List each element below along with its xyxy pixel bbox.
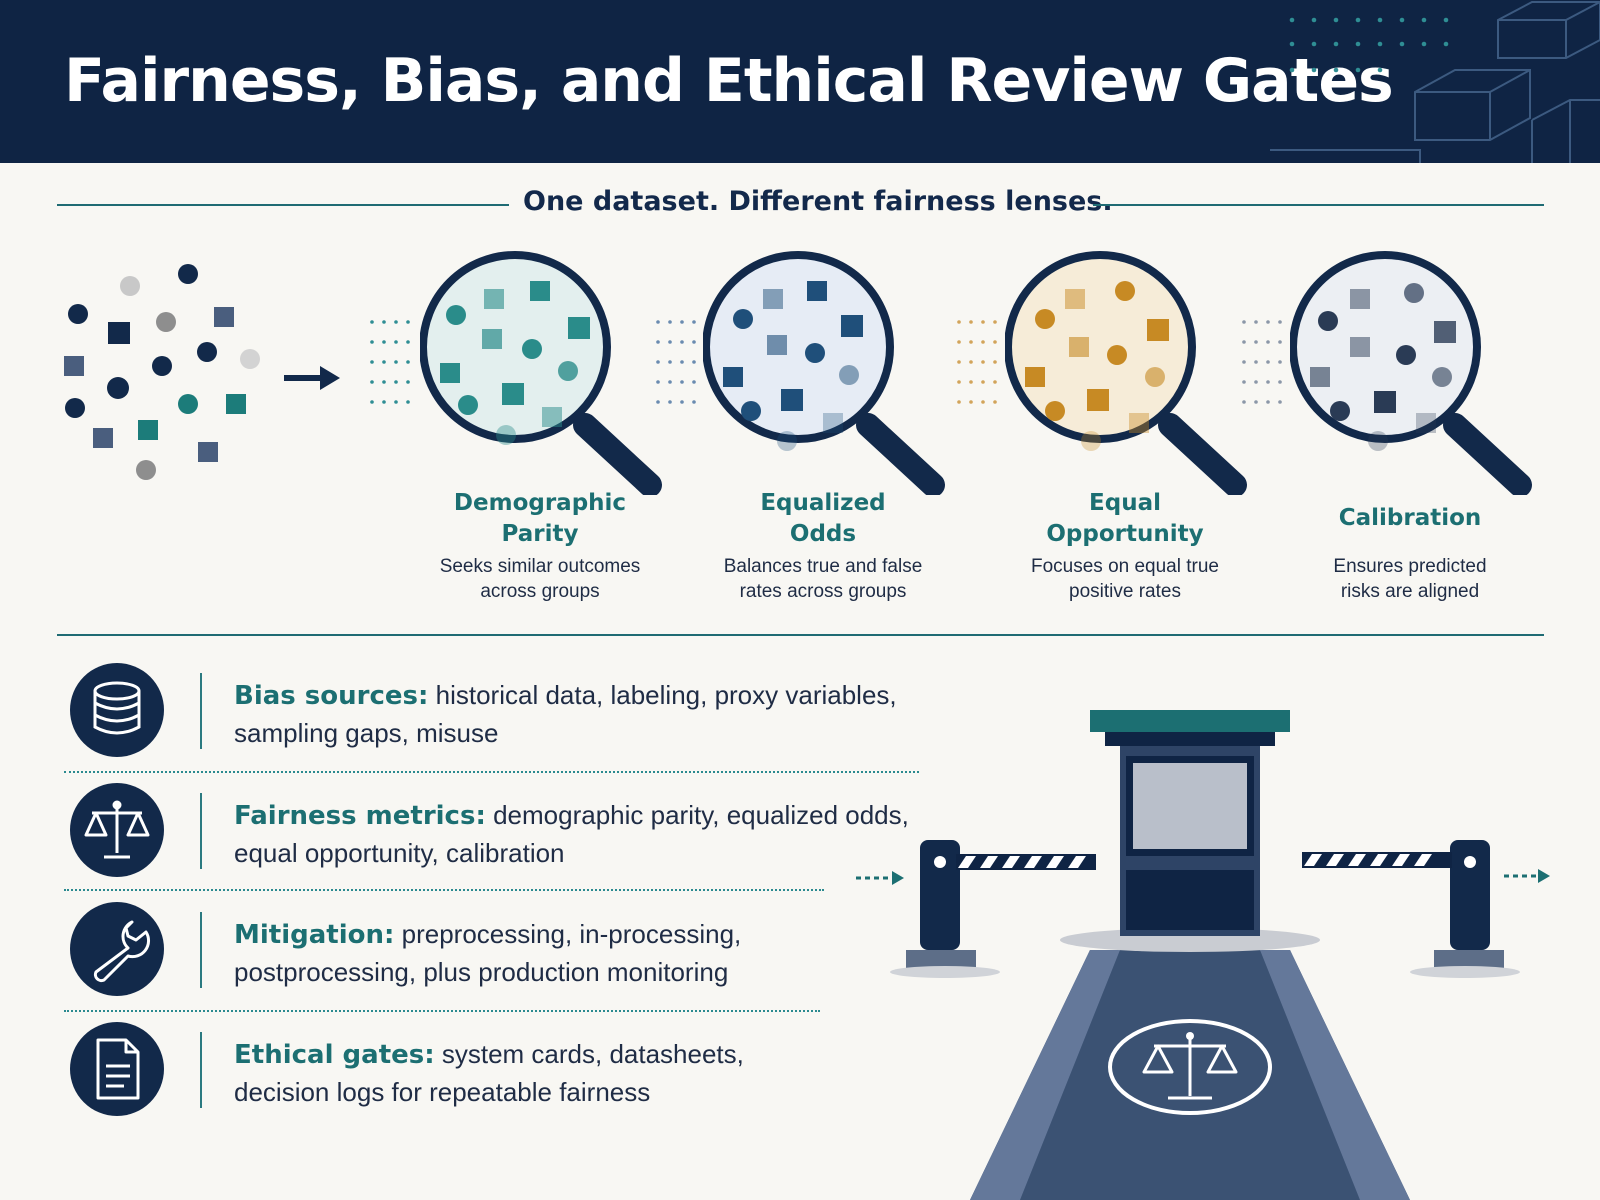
arrow-right-icon xyxy=(284,366,340,390)
lens-title-line1: Demographic xyxy=(453,490,627,516)
lens-demographic-parity: Demographic Parity Seeks similar outcome… xyxy=(420,245,680,605)
item-label: Fairness metrics: xyxy=(234,801,486,831)
item-accent-bar xyxy=(200,912,202,988)
item-label: Bias sources: xyxy=(234,681,429,711)
ethical-review-gate-illustration xyxy=(856,710,1550,1200)
header-banner: Fairness, Bias, and Ethical Review Gates xyxy=(0,0,1600,163)
item-label: Mitigation: xyxy=(234,920,395,950)
icon-badge xyxy=(70,902,164,996)
list-item-bias-sources: Bias sources: historical data, labeling,… xyxy=(68,663,928,773)
lens-title-line1: Equal xyxy=(1089,490,1161,516)
magnifier-icon xyxy=(420,251,662,495)
section-divider xyxy=(57,634,1544,636)
wrench-icon xyxy=(93,920,151,983)
lens-title-line2: Odds xyxy=(789,521,857,547)
dots-decoration xyxy=(1242,320,1282,404)
database-icon xyxy=(93,681,141,735)
magnifier-icon xyxy=(1290,251,1532,495)
item-text: Mitigation: preprocessing, in-processing… xyxy=(234,919,742,987)
item-text: Ethical gates: system cards, datasheets,… xyxy=(234,1039,744,1107)
lens-title-line1: Equalized xyxy=(760,490,886,516)
list-item-mitigation: Mitigation: preprocessing, in-processing… xyxy=(68,902,928,1012)
document-icon xyxy=(96,1038,140,1100)
item-label: Ethical gates: xyxy=(234,1040,435,1070)
icon-badge xyxy=(70,1022,164,1116)
header-cubes-decoration xyxy=(1270,0,1600,163)
item-accent-bar xyxy=(200,1032,202,1108)
lens-title-line1: Calibration xyxy=(1338,505,1482,531)
page-title: Fairness, Bias, and Ethical Review Gates xyxy=(64,46,1394,116)
subtitle-rule-left xyxy=(57,204,509,206)
item-separator xyxy=(64,1010,820,1012)
item-text: Bias sources: historical data, labeling,… xyxy=(234,680,897,748)
subtitle-row: One dataset. Different fairness lenses. xyxy=(57,184,1544,224)
dots-decoration xyxy=(370,320,410,404)
item-accent-bar xyxy=(200,793,202,869)
item-separator xyxy=(64,771,919,773)
dots-decoration xyxy=(957,320,997,404)
magnifier-icon xyxy=(703,251,945,495)
subtitle-rule-right xyxy=(1093,204,1544,206)
subtitle-text: One dataset. Different fairness lenses. xyxy=(523,186,1113,217)
dots-decoration xyxy=(656,320,696,404)
icon-badge xyxy=(70,663,164,757)
magnifier-icon xyxy=(1005,251,1247,495)
list-item-fairness-metrics: Fairness metrics: demographic parity, eq… xyxy=(68,783,928,893)
scales-icon xyxy=(84,800,150,859)
lens-title-line2: Parity xyxy=(501,521,579,547)
item-separator xyxy=(64,889,824,891)
dataset-scatter-icon xyxy=(64,264,260,480)
lens-title-line2: Opportunity xyxy=(1046,521,1204,547)
list-item-ethical-gates: Ethical gates: system cards, datasheets,… xyxy=(68,1022,928,1132)
item-text: Fairness metrics: demographic parity, eq… xyxy=(234,800,909,868)
icon-badge xyxy=(70,783,164,877)
item-accent-bar xyxy=(200,673,202,749)
